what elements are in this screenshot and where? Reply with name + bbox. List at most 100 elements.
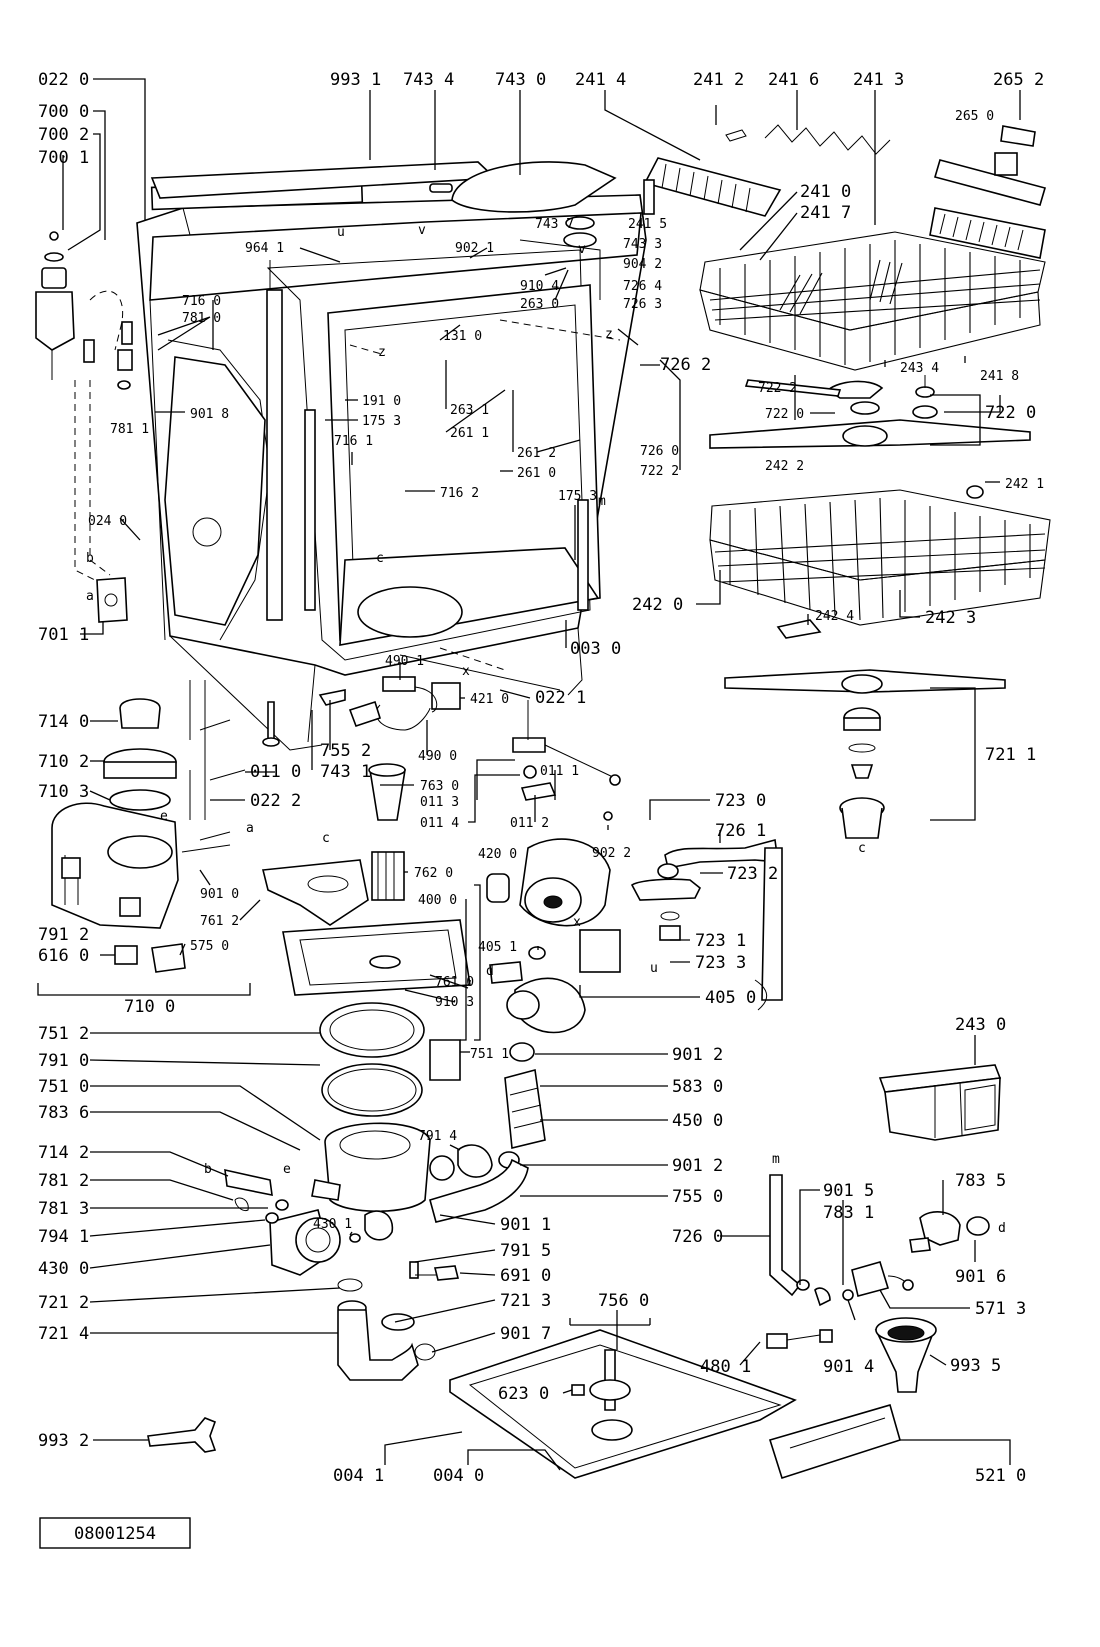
label-011-0: 011 0 xyxy=(250,762,301,782)
label-191-0: 191 0 xyxy=(362,394,401,409)
label-420-0: 420 0 xyxy=(478,847,517,862)
label-700-2: 700 2 xyxy=(38,125,89,145)
door-strip xyxy=(189,680,246,820)
label-791-0: 791 0 xyxy=(38,1051,89,1071)
spray-pipe xyxy=(630,838,783,1011)
label-261-2: 261 2 xyxy=(517,446,556,461)
inlet-valve xyxy=(851,1211,990,1297)
cutlery-tines xyxy=(929,207,1046,259)
detergent-dispenser xyxy=(878,1064,1002,1141)
label-783-5: 783 5 xyxy=(955,1171,1006,1191)
label-241-8: 241 8 xyxy=(980,369,1019,384)
label-011-3: 011 3 xyxy=(420,795,459,810)
label-726-2: 726 2 xyxy=(660,355,711,375)
label-721-3: 721 3 xyxy=(500,1291,551,1311)
drain-pump xyxy=(269,1209,460,1281)
label-781-2: 781 2 xyxy=(38,1171,89,1191)
cutlery-holder-bracket xyxy=(934,125,1046,206)
salt-funnel xyxy=(874,1317,937,1393)
label-716-2: 716 2 xyxy=(440,486,479,501)
lower-spray-arm xyxy=(724,669,1006,839)
label-781-0: 781 0 xyxy=(182,311,221,326)
small-hose xyxy=(318,689,346,706)
filter-assembly xyxy=(368,763,406,901)
reference-code: 08001254 xyxy=(74,1524,156,1544)
letter-x: x xyxy=(462,664,470,679)
label-263-1: 263 1 xyxy=(450,403,489,418)
label-450-0: 450 0 xyxy=(672,1111,723,1131)
label-751-1: 751 1 xyxy=(470,1047,509,1062)
label-242-4: 242 4 xyxy=(815,609,854,624)
label-751-2: 751 2 xyxy=(38,1024,89,1044)
circulation-hose xyxy=(429,1158,529,1223)
label-761-2: 761 2 xyxy=(200,914,239,929)
label-726-0a: 726 0 xyxy=(640,444,679,459)
label-755-0: 755 0 xyxy=(672,1187,723,1207)
label-722-0b: 722 0 xyxy=(765,407,804,422)
label-700-1: 700 1 xyxy=(38,148,89,168)
label-743-3: 743 3 xyxy=(623,237,662,252)
label-902-1: 902 1 xyxy=(455,241,494,256)
label-791-2: 791 2 xyxy=(38,925,89,945)
letter-m: m xyxy=(598,494,606,509)
label-243-4: 243 4 xyxy=(900,361,939,376)
label-993-5: 993 5 xyxy=(950,1356,1001,1376)
label-910-4: 910 4 xyxy=(520,279,559,294)
small-seals xyxy=(224,1168,341,1224)
label-022-1: 022 1 xyxy=(535,688,586,708)
label-242-3: 242 3 xyxy=(925,608,976,628)
air-duct xyxy=(429,161,617,248)
label-723-3: 723 3 xyxy=(695,953,746,973)
letter-a: a xyxy=(86,589,94,604)
label-993-1: 993 1 xyxy=(330,70,381,90)
upper-basket xyxy=(699,231,1046,371)
label-521-0: 521 0 xyxy=(975,1466,1026,1486)
label-571-3: 571 3 xyxy=(975,1299,1026,1319)
label-791-4: 791 4 xyxy=(418,1129,457,1144)
letter-c: c xyxy=(858,841,866,856)
label-241-7: 241 7 xyxy=(800,203,851,223)
label-242-1: 242 1 xyxy=(1005,477,1044,492)
label-430-1: 430 1 xyxy=(313,1217,352,1232)
label-011-4: 011 4 xyxy=(420,816,459,831)
label-131-0: 131 0 xyxy=(443,329,482,344)
label-243-0: 243 0 xyxy=(955,1015,1006,1035)
label-261-0: 261 0 xyxy=(517,466,556,481)
inlet-valve-parts xyxy=(35,231,133,390)
lower-basket xyxy=(709,485,1051,639)
label-726-0b: 726 0 xyxy=(672,1227,723,1247)
label-241-2: 241 2 xyxy=(693,70,744,90)
label-241-3: 241 3 xyxy=(853,70,904,90)
part-number-labels: 022 0 700 0 700 2 700 1 993 1 743 4 743 … xyxy=(38,70,1044,1486)
label-721-2: 721 2 xyxy=(38,1293,89,1313)
letter-m: m xyxy=(772,1152,780,1167)
wash-pump-motor xyxy=(486,838,621,1034)
letter-u: u xyxy=(337,225,345,240)
label-763-0: 763 0 xyxy=(420,779,459,794)
label-616-0: 616 0 xyxy=(38,946,89,966)
letter-u: u xyxy=(650,961,658,976)
circulation-parts xyxy=(429,1042,546,1181)
label-583-0: 583 0 xyxy=(672,1077,723,1097)
label-400-0: 400 0 xyxy=(418,893,457,908)
label-743-0: 743 0 xyxy=(495,70,546,90)
label-901-2b: 901 2 xyxy=(672,1156,723,1176)
label-901-8: 901 8 xyxy=(190,407,229,422)
sump-cover xyxy=(262,859,471,996)
label-022-0: 022 0 xyxy=(38,70,89,90)
label-716-1: 716 1 xyxy=(334,434,373,449)
letter-b: b xyxy=(86,551,94,566)
label-022-2: 022 2 xyxy=(250,791,301,811)
label-716-0: 716 0 xyxy=(182,294,221,309)
leader-lines xyxy=(37,78,1021,1471)
letter-d: d xyxy=(486,964,494,979)
label-743-7: 743 7 xyxy=(535,217,574,232)
letter-z: z xyxy=(605,327,613,342)
label-175-3b: 175 3 xyxy=(558,489,597,504)
label-751-0: 751 0 xyxy=(38,1077,89,1097)
letter-b: b xyxy=(204,1162,212,1177)
label-964-1: 964 1 xyxy=(245,241,284,256)
label-241-0: 241 0 xyxy=(800,182,851,202)
label-710-2: 710 2 xyxy=(38,752,89,772)
